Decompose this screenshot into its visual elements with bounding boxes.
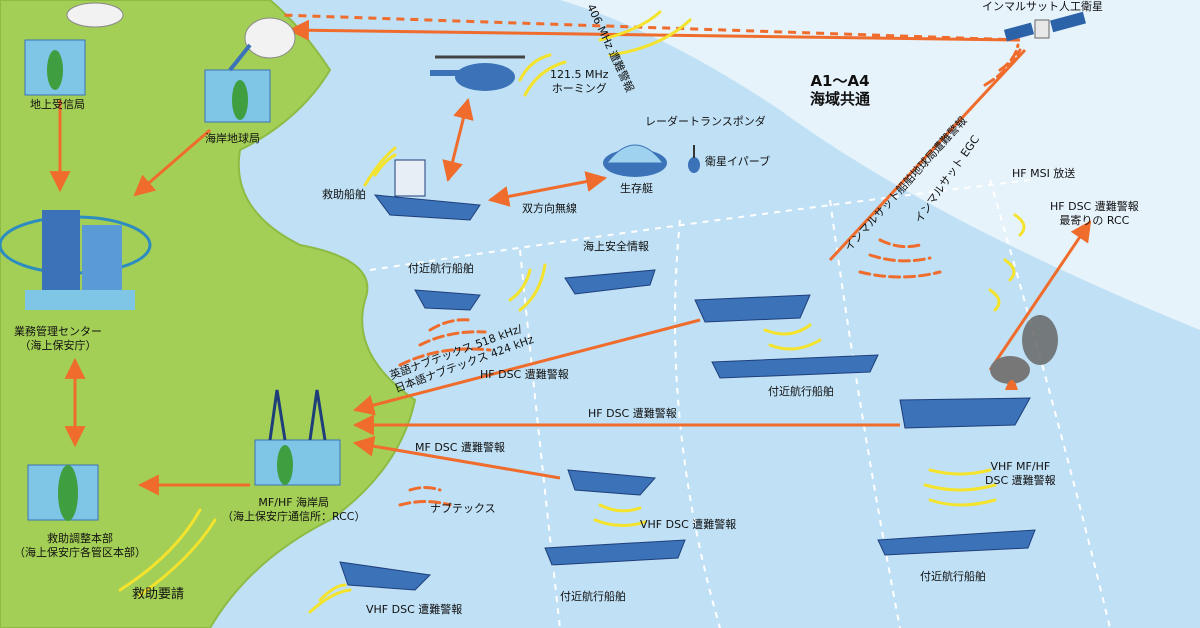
- ground-receiving-station-label: 地上受信局: [30, 98, 85, 111]
- sea-area-label: A1～A4 海域共通: [810, 72, 870, 108]
- maritime-safety-info-ship-icon: [564, 269, 656, 295]
- maritime-safety-info-label: 海上安全情報: [583, 240, 649, 253]
- vhf-mfhf-dsc-label: VHF MF/HF DSC 遭難警報: [985, 460, 1056, 488]
- ground-receiving-station-icon: [24, 2, 124, 96]
- hf-dsc-rcc-line2: 最寄りの RCC: [1059, 213, 1130, 227]
- sea-area-boundaries: [369, 179, 1111, 628]
- satellite-epirb-icon: [688, 145, 700, 173]
- vhf-mfhf-dsc-line2: DSC 遭難警報: [985, 473, 1056, 487]
- nearby-ship-label-3: 付近航行船舶: [560, 590, 626, 603]
- operations-center-icon: [0, 210, 152, 310]
- satellite-epirb-label: 衛星イパーブ: [705, 155, 771, 168]
- rescue-coordination-hq-name: 救助調整本部: [47, 532, 113, 545]
- vhf-dsc-label-1: VHF DSC 遭難警報: [640, 518, 737, 531]
- rescue-coordination-hq-icon: [27, 464, 99, 521]
- nearby-ship-label-1: 付近航行船舶: [408, 262, 474, 275]
- homing-text: ホーミング: [551, 81, 607, 95]
- rescue-ship-label: 救助船舶: [322, 188, 366, 201]
- mfhf-coast-station-name: MF/HF 海岸局: [258, 496, 330, 509]
- rescue-coordination-hq-label: 救助調整本部 （海上保安庁各管区本部）: [14, 532, 146, 560]
- operations-center-sub: （海上保安庁）: [19, 338, 97, 352]
- radio-wave-arcs: [118, 10, 1026, 614]
- rescue-request-label: 救助要請: [132, 587, 185, 602]
- communication-arrows: [49, 13, 1092, 496]
- inmarsat-satellite-label: インマルサット人工衛星: [982, 0, 1103, 13]
- mfhf-coast-station-label: MF/HF 海岸局 （海上保安庁通信所：RCC）: [222, 496, 365, 524]
- two-way-radio-label: 双方向無線: [522, 202, 577, 215]
- mf-dsc-label: MF DSC 遭難警報: [415, 441, 505, 454]
- distress-smoke-icon: [990, 315, 1058, 390]
- navtex-label: ナブテックス: [430, 502, 496, 515]
- rescue-coordination-hq-sub: （海上保安庁各管区本部）: [14, 545, 146, 559]
- helicopter-icon: [430, 55, 525, 91]
- hf-dsc-label-1: HF DSC 遭難警報: [480, 368, 569, 381]
- vhf-dsc-label-2: VHF DSC 遭難警報: [366, 603, 463, 616]
- nearby-cargo-ship-icon: [711, 354, 879, 379]
- nearby-ship-label-4: 付近航行船舶: [920, 570, 986, 583]
- open-ocean-area: [560, 0, 1200, 330]
- homing-frequency: 121.5 MHz: [550, 68, 609, 81]
- radar-transponder-label: レーダートランスポンダ: [645, 115, 766, 128]
- coast-earth-station-label: 海岸地球局: [205, 132, 260, 145]
- nearby-ship-icon: [414, 289, 481, 311]
- mfhf-coast-station-icon: [254, 389, 341, 486]
- nearby-cargo-ship-icon-2: [544, 539, 686, 566]
- ship-icons: [339, 159, 1036, 591]
- hf-dsc-label-2: HF DSC 遭難警報: [588, 407, 677, 420]
- vhf-mfhf-dsc-line1: VHF MF/HF: [990, 460, 1051, 473]
- inmarsat-satellite-icon: [1003, 11, 1086, 42]
- sea-area-common: 海域共通: [810, 90, 871, 108]
- survival-craft-icon: [603, 144, 667, 177]
- hf-msi-label: HF MSI 放送: [1012, 167, 1076, 180]
- operations-center-label: 業務管理センター （海上保安庁）: [14, 325, 102, 353]
- distressed-ship-icon: [694, 294, 811, 323]
- mfhf-coast-station-sub: （海上保安庁通信所：RCC）: [222, 509, 366, 523]
- rescue-ship-icon: [373, 194, 481, 221]
- operations-center-name: 業務管理センター: [14, 325, 102, 338]
- homing-label: 121.5 MHz ホーミング: [550, 68, 609, 96]
- sea-area-range: A1～A4: [810, 72, 870, 90]
- nearby-cargo-ship-icon-3: [877, 529, 1036, 556]
- vhf-dsc-ship-icon: [339, 561, 432, 591]
- survival-craft-label: 生存艇: [620, 182, 653, 195]
- hf-dsc-rcc-label: HF DSC 遭難警報 最寄りの RCC: [1050, 200, 1139, 228]
- hf-dsc-rcc-line1: HF DSC 遭難警報: [1050, 200, 1139, 213]
- nearby-ship-label-2: 付近航行船舶: [768, 385, 834, 398]
- cruise-ship-distress-icon: [899, 397, 1031, 429]
- coast-earth-station-icon: [204, 17, 296, 123]
- mf-dsc-ship-icon: [567, 469, 657, 496]
